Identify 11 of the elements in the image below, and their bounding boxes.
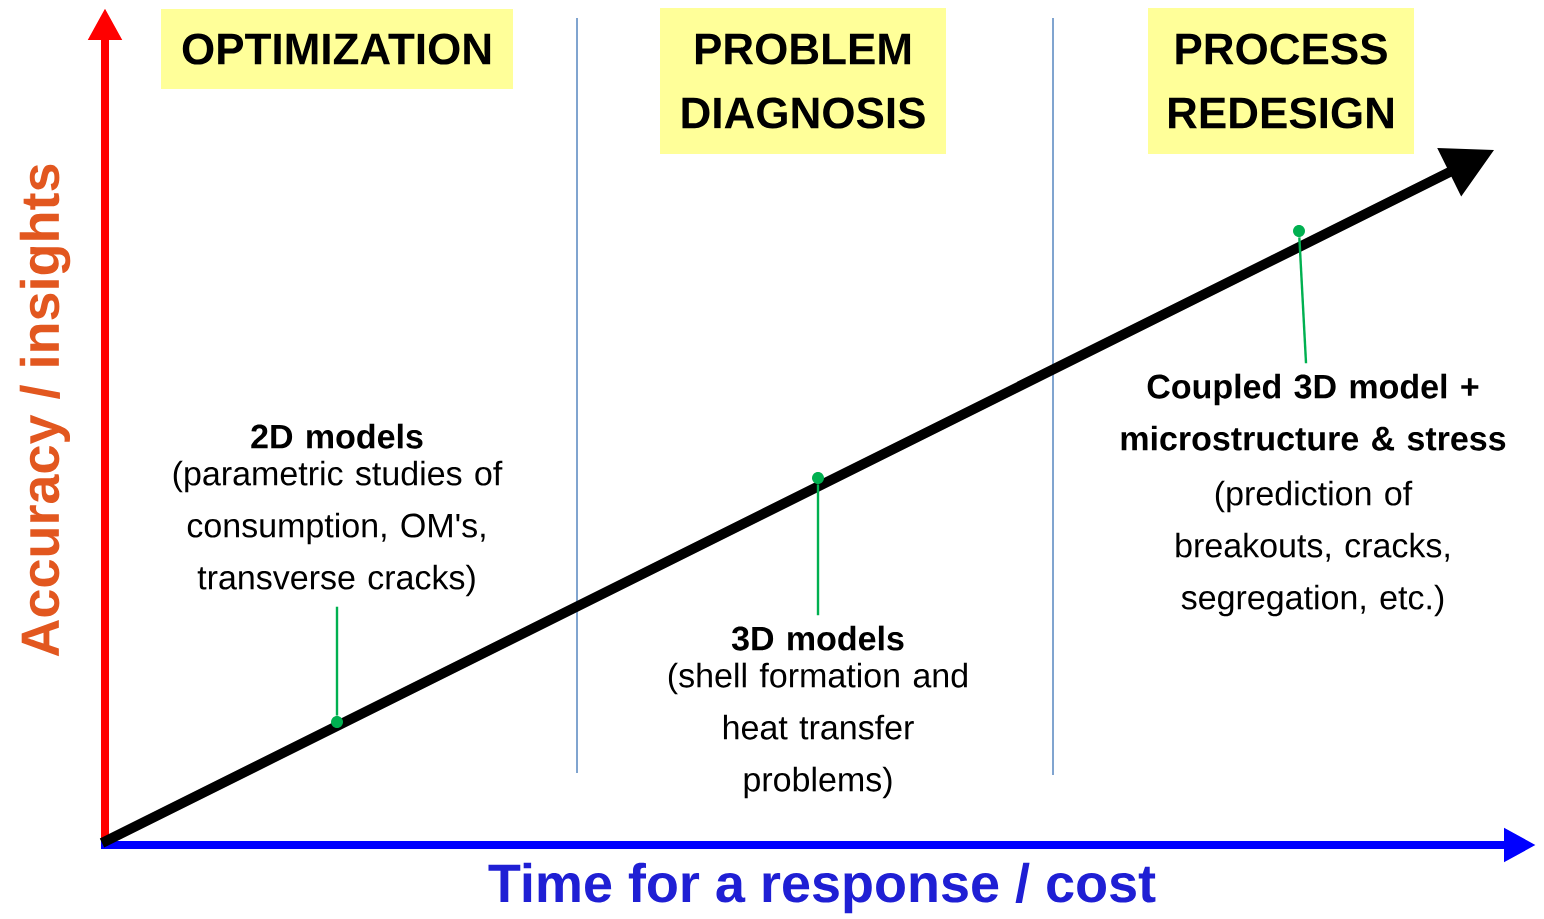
phase-heading-box: OPTIMIZATION [161, 9, 513, 89]
model-note: Coupled 3D model + microstructure & stress (prediction of breakouts, cracks, segregation, etc.) [1121, 373, 1506, 617]
leader-line [335, 606, 339, 716]
phase-heading-box: PROCESS REDESIGN [1148, 8, 1414, 154]
leader-line [816, 484, 820, 616]
axis-label: Accuracy / insights [19, 164, 71, 657]
axis-label: Time for a response / cost [488, 862, 1156, 914]
model-note: 3D models (shell formation and heat transfer problems) [668, 625, 967, 799]
leader-line [1298, 237, 1308, 364]
model-note: 2D models (parametric studies of consumption, OM's, transverse cracks) [173, 423, 503, 597]
phase-heading-box: PROBLEM DIAGNOSIS [660, 8, 946, 154]
